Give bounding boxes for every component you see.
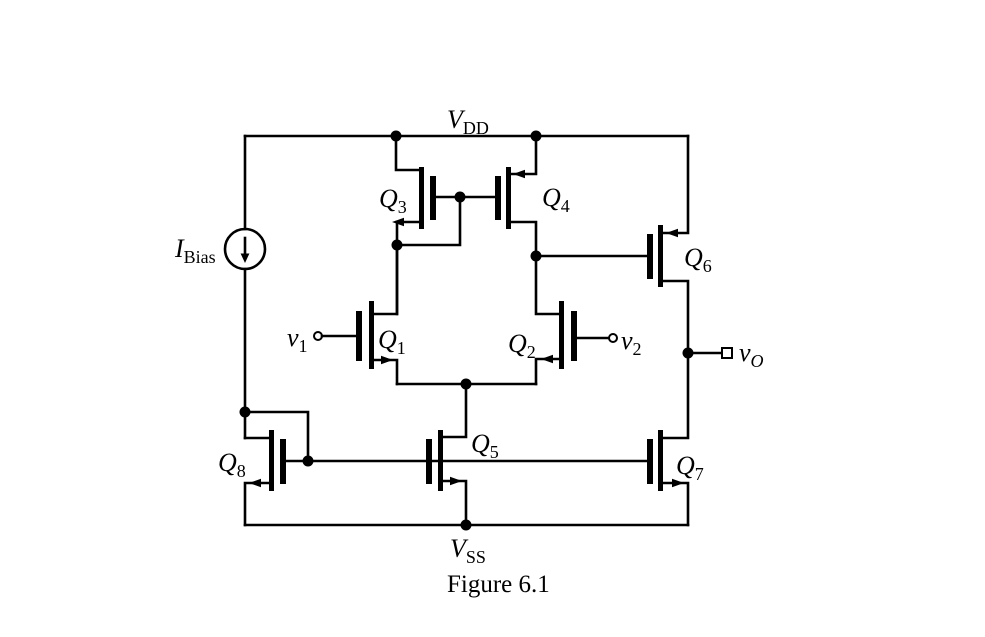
bias-current-source xyxy=(223,134,267,414)
q8-source-arrow-icon xyxy=(249,478,261,488)
current-source-arrowhead xyxy=(240,253,250,263)
label-q2: Q2 xyxy=(508,329,536,362)
q2-gate-bar xyxy=(571,311,577,361)
q2-drain-stub xyxy=(534,254,564,316)
q4-source-arrow-icon xyxy=(513,169,525,179)
q1-gate-bar xyxy=(356,311,362,361)
junction-dot xyxy=(460,519,472,531)
q2-source-stub xyxy=(534,357,564,386)
q3-arrow-icon xyxy=(392,217,404,227)
q7-gate-bar xyxy=(647,439,653,484)
q8-source-stub xyxy=(243,481,273,527)
q4-channel-bar xyxy=(506,167,511,229)
label-vdd: VDD xyxy=(447,105,489,138)
q6-drain-stub xyxy=(659,279,690,355)
label-vss: VSS xyxy=(450,534,486,567)
q6-source-arrow-icon xyxy=(666,228,678,238)
label-q7: Q7 xyxy=(676,451,704,484)
q4-drain-stub xyxy=(507,220,538,258)
q2-source-arrow-icon xyxy=(541,354,553,364)
label-v2: v2 xyxy=(621,326,642,359)
q4-gate-bar xyxy=(495,176,501,220)
q7-drain-stub xyxy=(659,351,690,440)
transistor-q6 xyxy=(534,134,690,355)
q3-channel-bar xyxy=(419,167,424,229)
q6-channel-bar xyxy=(658,225,663,287)
output-terminal-vo xyxy=(721,347,733,359)
label-ibias: IBias xyxy=(174,234,216,267)
q5-source-arrow-icon xyxy=(450,476,462,486)
junction-dot xyxy=(239,406,251,418)
junction-dots xyxy=(239,130,694,531)
junction-dot xyxy=(460,378,472,390)
label-q5: Q5 xyxy=(471,429,499,462)
junction-dot xyxy=(682,347,694,359)
label-vo: vO xyxy=(739,338,764,371)
q5-source-stub xyxy=(439,479,468,527)
input-terminal-v2 xyxy=(608,333,618,343)
wire-bias-branch xyxy=(243,410,310,463)
transistor-q7 xyxy=(647,351,690,527)
q1-source-arrow-icon xyxy=(381,355,393,365)
wire-q3-diode-connection xyxy=(395,195,462,247)
junction-dot xyxy=(454,191,466,203)
q8-channel-bar xyxy=(269,430,274,491)
junction-dot xyxy=(302,455,314,467)
label-q1: Q1 xyxy=(378,325,406,358)
label-v1: v1 xyxy=(287,323,308,356)
transistor-q4 xyxy=(495,134,538,258)
junction-dot xyxy=(530,250,542,262)
junction-dot xyxy=(530,130,542,142)
transistor-q2 xyxy=(534,254,618,386)
q5-drain-stub xyxy=(439,382,468,439)
junction-dot xyxy=(390,130,402,142)
q7-channel-bar xyxy=(658,430,663,491)
label-q4: Q4 xyxy=(542,183,570,216)
q7-source-stub xyxy=(659,481,690,527)
q6-gate-bar xyxy=(647,234,653,279)
q5-channel-bar xyxy=(438,430,443,491)
transistor-q1 xyxy=(313,243,399,386)
label-q3: Q3 xyxy=(379,184,407,217)
figure-caption: Figure 6.1 xyxy=(447,571,550,598)
q1-channel-bar xyxy=(369,301,374,369)
transistor-q8 xyxy=(243,430,286,527)
q3-gate-bar xyxy=(430,176,436,220)
label-q6: Q6 xyxy=(684,243,712,276)
q1-drain-stub xyxy=(370,243,399,316)
q8-gate-bar xyxy=(280,439,286,484)
q3-source-stub xyxy=(394,134,423,172)
label-q8: Q8 xyxy=(218,448,246,481)
q5-gate-bar xyxy=(426,439,432,484)
q7-source-arrow-icon xyxy=(672,478,684,488)
junction-dot xyxy=(391,239,403,251)
q1-source-stub xyxy=(370,358,399,386)
q2-channel-bar xyxy=(559,301,564,369)
output-node xyxy=(686,347,733,359)
